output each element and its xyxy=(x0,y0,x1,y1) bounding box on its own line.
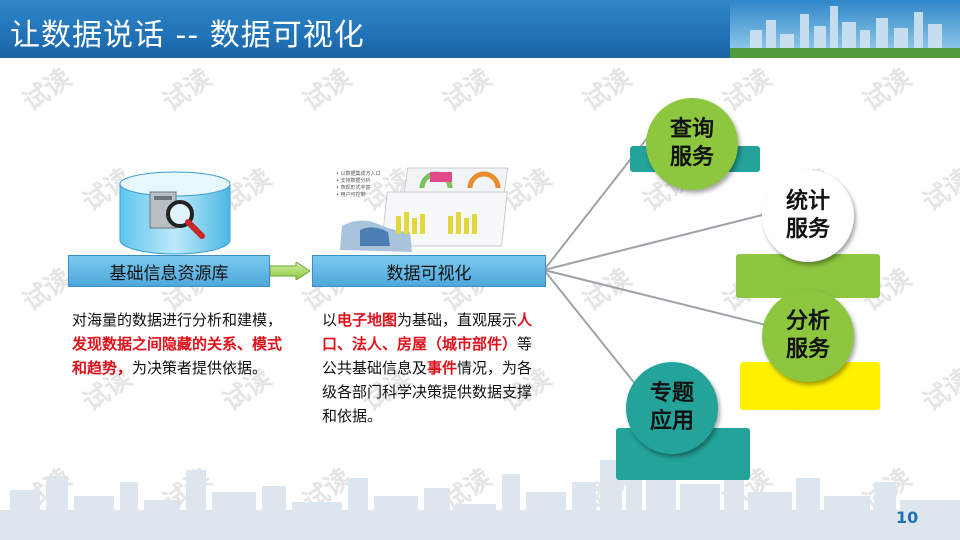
data-resource-banner: 基础信息资源库 xyxy=(68,255,270,287)
data-resource-description: 对海量的数据进行分析和建模， 发现数据之间隐藏的关系、模式和趋势，为决策者提供依据… xyxy=(72,308,284,380)
highlight-text: 发现数据之间隐藏的关系、模式和趋势， xyxy=(72,335,283,377)
service-query: 查询服务 xyxy=(630,98,790,190)
dashboard-bullet: • 支持数据分析 xyxy=(336,177,371,184)
right-arrow-icon xyxy=(270,262,310,280)
body-text: 为决策者提供依据。 xyxy=(132,359,268,377)
highlight-text: 电子地图 xyxy=(337,311,398,329)
service-thematic-circle: 专题应用 xyxy=(626,362,718,454)
dashboard-bullet: • 用户可控制 xyxy=(336,191,366,198)
highlight-text: 事件 xyxy=(427,359,458,377)
visualization-description: 以电子地图为基础，直观展示人口、法人、房屋（城市部件）等公共基础信息及事件情况，… xyxy=(322,308,544,428)
service-thematic: 专题应用 xyxy=(616,362,756,482)
service-analysis: 分析服务 xyxy=(740,290,890,420)
dashboard-thumbnail: • 以数据集成方入口• 支持数据分析• 表现形式丰富• 用户可控制 xyxy=(336,167,509,252)
service-stats: 统计服务 xyxy=(736,170,886,300)
service-analysis-circle: 分析服务 xyxy=(762,290,854,382)
database-icon xyxy=(119,171,231,255)
service-query-circle: 查询服务 xyxy=(646,98,738,190)
body-text: 等公共基础信息及 xyxy=(322,335,533,377)
data-resource-label: 基础信息资源库 xyxy=(109,263,229,284)
dashboard-bullet: • 表现形式丰富 xyxy=(336,184,371,191)
visualization-banner: 数据可视化 xyxy=(312,255,546,287)
city-skyline-background xyxy=(0,450,960,540)
body-text: 对海量的数据进行分析和建模， xyxy=(72,311,283,329)
visualization-label: 数据可视化 xyxy=(386,263,472,284)
header-city-image xyxy=(730,0,960,58)
title-bar: 让数据说话 -- 数据可视化 xyxy=(0,0,960,58)
body-text: 为基础，直观展示 xyxy=(397,311,518,329)
service-stats-circle: 统计服务 xyxy=(762,170,854,262)
body-text: 情况，为各级各部门科学决策提供数据支撑和依据。 xyxy=(322,359,533,425)
dashboard-bullet: • 以数据集成方入口 xyxy=(336,170,381,177)
page-title: 让数据说话 -- 数据可视化 xyxy=(10,18,365,53)
highlight-text: 人口、法人、房屋（城市部件） xyxy=(322,311,533,353)
body-text: 以 xyxy=(322,311,338,329)
page-number: 10 xyxy=(896,508,919,527)
